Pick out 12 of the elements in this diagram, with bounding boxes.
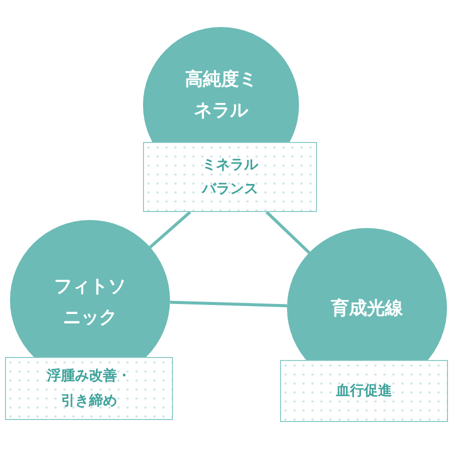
- effect-box: [143, 142, 317, 212]
- connector-line: [170, 300, 288, 308]
- feature-title: フィトソニック: [53, 275, 127, 330]
- connector-line: [149, 210, 192, 248]
- effect-label: 浮腫み改善・引き締め: [46, 366, 132, 410]
- effect-label: ミネラルバランス: [200, 156, 260, 199]
- feature-title: 育成光線: [330, 297, 404, 321]
- feature-title: 高純度ミネラル: [184, 68, 258, 123]
- effect-label: 血行促進: [335, 382, 393, 401]
- effect-box: [280, 360, 448, 422]
- connector-line: [266, 210, 310, 254]
- effect-box: [5, 357, 173, 420]
